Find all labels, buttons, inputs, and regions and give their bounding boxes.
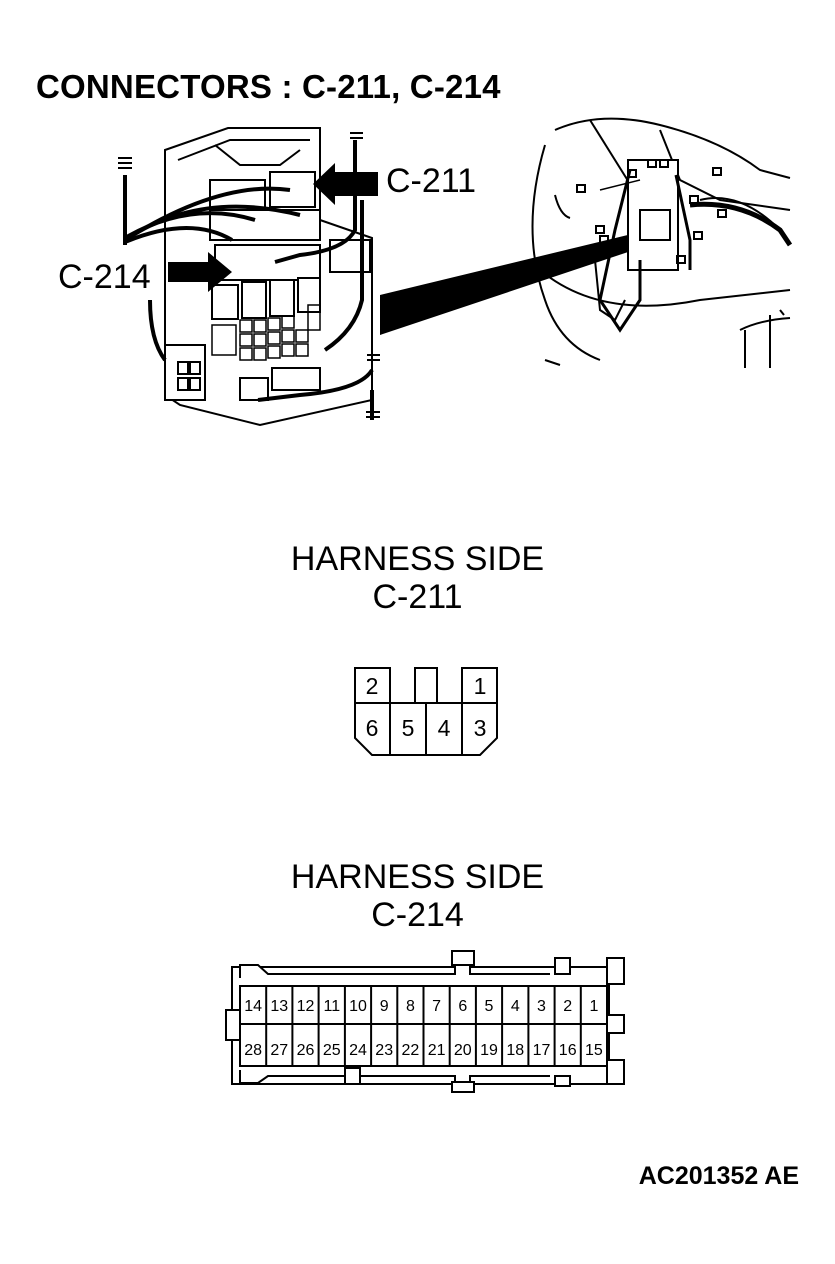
fuse-grid <box>211 304 321 361</box>
c214-pin-14: 14 <box>244 998 262 1015</box>
c211-pin-3: 3 <box>474 715 487 741</box>
c214-heading-line2: C-214 <box>371 896 464 934</box>
c214-pin-20: 20 <box>454 1042 472 1059</box>
c214-pin-13: 13 <box>270 998 288 1015</box>
wire-harness <box>123 140 374 420</box>
c214-pin-25: 25 <box>323 1042 341 1059</box>
c214-pin-3: 3 <box>537 998 546 1015</box>
c214-pin-2: 2 <box>563 998 572 1015</box>
c214-pin-23: 23 <box>375 1042 393 1059</box>
c211-pin-6: 6 <box>366 715 379 741</box>
arrow-c214 <box>168 252 232 292</box>
c214-pin-18: 18 <box>506 1042 524 1059</box>
c214-pin-12: 12 <box>297 998 315 1015</box>
c211-pin-4: 4 <box>438 715 451 741</box>
c214-pin-4: 4 <box>511 998 520 1015</box>
c214-pin-19: 19 <box>480 1042 498 1059</box>
diagram-title: CONNECTORS : C-211, C-214 <box>36 68 501 105</box>
c214-heading-line1: HARNESS SIDE <box>290 858 545 896</box>
c214-pin-9: 9 <box>380 998 389 1015</box>
dashboard-inset <box>531 117 793 368</box>
c214-pin-10: 10 <box>349 998 367 1015</box>
figure-id: AC201352 AE <box>638 1162 799 1190</box>
arrow-c211 <box>313 163 378 205</box>
c214-pin-28: 28 <box>244 1042 262 1059</box>
c211-pin-5: 5 <box>402 715 415 741</box>
c211-heading-line2: C-211 <box>372 578 463 616</box>
c214-pin-26: 26 <box>297 1042 315 1059</box>
c211-heading: HARNESS SIDE C-211 <box>0 540 835 616</box>
c211-pin-2: 2 <box>366 673 379 699</box>
callout-c214: C-214 <box>58 258 151 296</box>
wire-break-marks <box>118 132 380 418</box>
c214-pin-17: 17 <box>533 1042 551 1059</box>
c211-pin-1: 1 <box>474 673 487 699</box>
c214-heading: HARNESS SIDE C-214 <box>0 858 835 934</box>
c214-pin-1: 1 <box>589 998 598 1015</box>
c214-pin-22: 22 <box>402 1042 420 1059</box>
c214-pin-21: 21 <box>428 1042 446 1059</box>
callout-c211: C-211 <box>386 162 477 200</box>
c214-pin-5: 5 <box>485 998 494 1015</box>
c211-heading-line1: HARNESS SIDE <box>290 540 545 578</box>
c214-pin-27: 27 <box>270 1042 288 1059</box>
c214-pin-7: 7 <box>432 998 441 1015</box>
c214-pin-24: 24 <box>349 1042 367 1059</box>
c214-pin-6: 6 <box>458 998 467 1015</box>
c214-pin-15: 15 <box>585 1042 603 1059</box>
c214-pin-11: 11 <box>323 998 340 1015</box>
c214-pin-8: 8 <box>406 998 415 1015</box>
c214-pin-16: 16 <box>559 1042 577 1059</box>
leader-band <box>380 232 640 335</box>
junction-block <box>164 127 373 427</box>
